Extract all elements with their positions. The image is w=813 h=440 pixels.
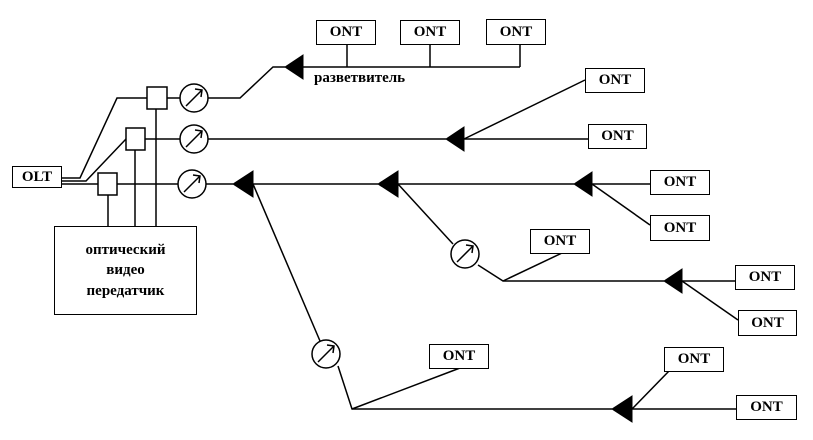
ont-label: ONT [751,314,784,331]
ont-1: ONT [316,20,376,45]
ont-11: ONT [429,344,489,369]
up-to-ont-11 [351,367,461,410]
splitter-icon [663,268,683,294]
coupler-icon [97,172,118,196]
ont-label: ONT [543,233,577,249]
ont-label: ONT [748,269,782,285]
ont-10: ONT [738,310,797,336]
ont-7: ONT [650,215,710,241]
up-to-ont-12 [631,369,671,410]
ont-13: ONT [736,395,797,420]
ont-label: ONT [663,219,697,236]
down-to-ont-10 [681,280,739,321]
ont-6: ONT [650,170,710,195]
diag-to-meter-2 [397,183,454,245]
bottom-line [337,365,612,410]
transmitter-line-2: видео [106,262,145,279]
splitter-icon [377,170,399,198]
olt-line-mid [62,138,127,182]
splitter-label: разветвитель [314,70,406,86]
splitter-icon [611,395,633,423]
ont-4: ONT [585,68,645,93]
trunk-5 [591,183,651,226]
diag-from-meter-2 [477,264,664,282]
splitter-icon [445,126,465,152]
ont-8: ONT [530,229,590,254]
couplers [97,86,168,196]
transmitter-line-1: оптический [85,242,166,259]
ont-label: ONT [663,174,697,190]
up-to-ont-7 [502,252,563,282]
ont-label: ONT [601,128,634,144]
ont-9: ONT [735,265,795,290]
splitters [232,54,683,423]
amplifier-icon [179,83,209,113]
amplifier-icon [450,239,480,269]
amplifier-icon [179,124,209,154]
ont-label: ONT [413,24,447,40]
olt-line-top [62,97,147,179]
long-diag [252,183,321,342]
ont-label: ONT [499,23,533,40]
ont-2: ONT [400,20,460,45]
ont-label: ONT [750,399,783,415]
splitter-icon [284,54,304,80]
olt-label: OLT [21,168,53,185]
coupler-icon [125,127,146,151]
ont-label: ONT [677,351,711,367]
ont-label: ONT [598,72,632,88]
coupler-icon [146,86,168,110]
amplifiers [177,83,480,369]
ont-12: ONT [664,347,724,372]
splitter-icon [573,171,593,197]
ont-5: ONT [588,124,647,149]
splitter-icon [232,170,254,198]
ont-label: ONT [329,24,363,40]
amplifier-icon [311,339,341,369]
fiber-lines [62,45,739,410]
mid-up-line [463,79,586,140]
olt-box: OLT [12,166,62,188]
transmitter-line-3: передатчик [86,282,165,299]
top-branch-line [208,66,285,99]
amplifier-icon [177,169,207,199]
ont-label: ONT [442,348,476,364]
ont-3: ONT [486,19,546,45]
optical-video-transmitter: оптический видео передатчик [54,226,197,315]
